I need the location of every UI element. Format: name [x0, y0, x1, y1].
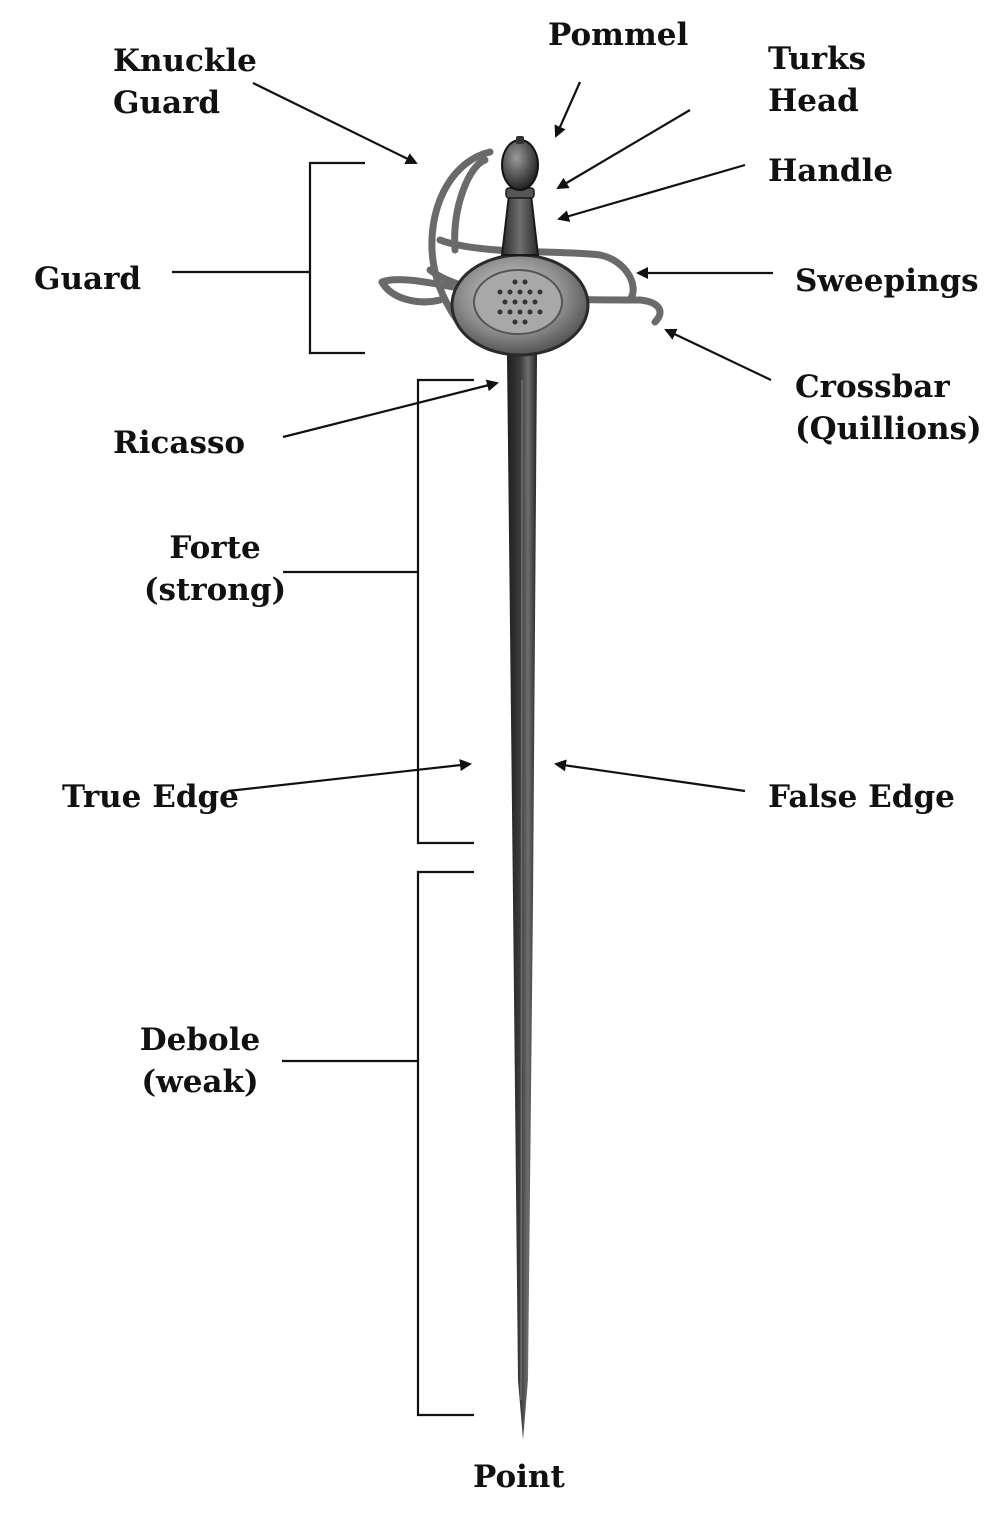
debole-bracket — [416, 870, 474, 1417]
blade — [507, 355, 537, 1440]
knuckle-guard-arrow — [252, 82, 418, 164]
false-edge-arrow — [554, 759, 746, 793]
true-edge-label: True Edge — [62, 779, 239, 815]
forte-label: Forte (strong) — [143, 530, 287, 608]
shell-pattern — [497, 279, 543, 325]
pommel-knob — [501, 139, 539, 191]
pommel-arrow — [554, 81, 582, 138]
pommel-label: Pommel — [548, 17, 689, 53]
pommel-button — [516, 136, 524, 144]
knuckle-guard-label: Knuckle Guard — [113, 43, 257, 121]
ricasso-arrow — [282, 379, 499, 439]
guard-bracket — [308, 161, 365, 355]
forte-bracket — [416, 378, 474, 845]
shell-plate — [473, 269, 563, 335]
handle-label: Handle — [768, 153, 894, 189]
grip — [500, 194, 540, 256]
crossbar-arrow — [664, 328, 772, 381]
ricasso-label: Ricasso — [113, 425, 246, 461]
true-edge-arrow — [227, 759, 472, 793]
handle-arrow — [557, 163, 746, 222]
turks-head-arrow — [556, 109, 691, 190]
point-label: Point — [473, 1459, 565, 1495]
sweepings-label: Sweepings — [795, 263, 979, 299]
crossbar-label: Crossbar (Quillions) — [795, 369, 982, 447]
debole-label: Debole (weak) — [139, 1022, 261, 1100]
turks-head-label: Turks Head — [768, 41, 867, 119]
guard-label: Guard — [34, 261, 142, 297]
false-edge-label: False Edge — [768, 779, 955, 815]
arrows — [227, 81, 773, 793]
brackets — [172, 161, 474, 1417]
